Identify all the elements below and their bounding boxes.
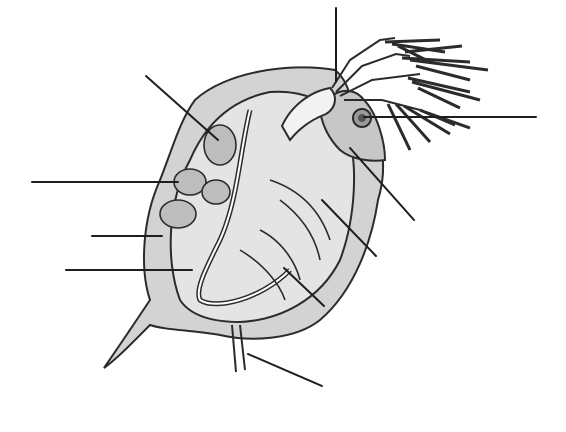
line-bottom-tail — [248, 354, 322, 386]
egg-2 — [202, 180, 230, 204]
egg-3 — [160, 200, 196, 228]
